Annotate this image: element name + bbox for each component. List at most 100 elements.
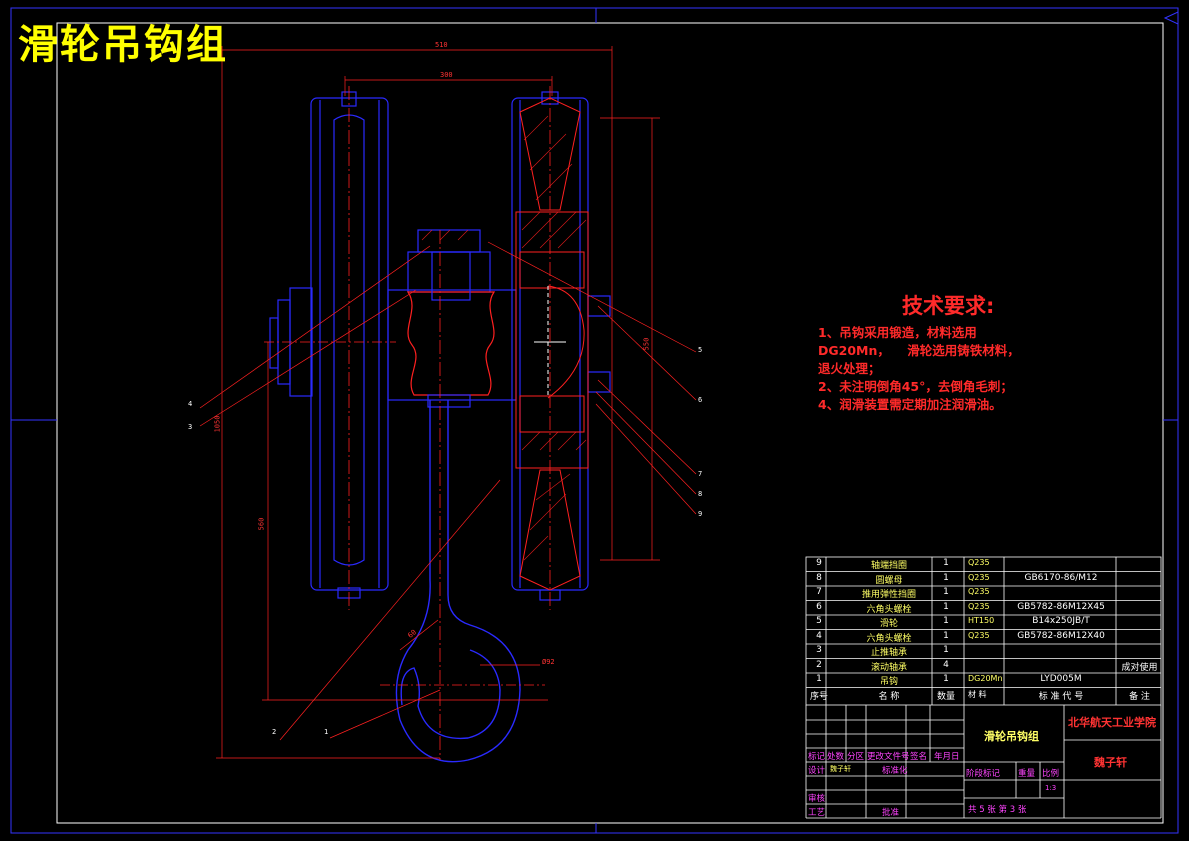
leader-lines — [199, 241, 697, 741]
part-standard: GB5782-86M12X40 — [1017, 630, 1105, 641]
part-material: Q235 — [968, 601, 990, 611]
parts-row: 2 滚动轴承 4 成对使用 — [806, 659, 1161, 674]
tech-line-5: 4、润滑装置需定期加注润滑油。 — [818, 397, 1002, 412]
part-name: 六角头螺栓 — [866, 604, 912, 615]
hook-centerline — [380, 230, 545, 760]
dim-inner-width: 300 — [440, 71, 453, 79]
part-name: 圆螺母 — [875, 575, 903, 586]
tech-line-1: 1、吊钩采用锻造，材料选用 — [818, 325, 977, 340]
part-name: 吊钩 — [879, 677, 898, 687]
header-remark: 备 注 — [1129, 692, 1150, 702]
parts-row: 6 六角头螺栓 1 Q235 GB5782-86M12X45 — [806, 601, 1161, 616]
part-qty: 1 — [943, 616, 949, 626]
dim-hook-length: 560 — [257, 517, 266, 531]
parts-row: 4 六角头螺栓 1 Q235 GB5782-86M12X40 — [806, 630, 1161, 645]
label-process: 工艺 — [808, 808, 826, 818]
tech-line-2: DG20Mn， 滑轮选用铸铁材料， — [818, 343, 1020, 358]
part-name: 止推轴承 — [870, 648, 907, 658]
designer-value: 魏子轩 — [830, 765, 851, 773]
part-material: Q235 — [968, 572, 990, 582]
hook — [395, 400, 521, 763]
label-mark: 标记 — [808, 752, 826, 762]
part-qty: 1 — [943, 572, 949, 583]
header-no: 序号 — [810, 692, 829, 702]
label-approve: 批准 — [882, 808, 900, 818]
part-material: Q235 — [968, 630, 990, 640]
part-no: 6 — [816, 601, 822, 612]
technical-requirements: 技术要求: 1、吊钩采用锻造，材料选用 DG20Mn， 滑轮选用铸铁材料， 退火… — [818, 290, 1020, 414]
part-no: 8 — [816, 572, 822, 583]
callout-1: 1 — [324, 728, 329, 736]
header-material: 材 料 — [968, 690, 987, 699]
dim-hook-diameter: Ø92 — [542, 658, 555, 666]
sheet-count: 共 5 张 第 3 张 — [968, 805, 1027, 815]
label-weight: 重量 — [1018, 769, 1036, 779]
header-name: 名 称 — [878, 692, 900, 702]
part-standard: LYD005M — [1040, 674, 1082, 684]
drawing-title: 滑轮吊钩组 — [18, 21, 228, 68]
label-change-doc: 更改文件号 — [867, 752, 910, 762]
scale-value: 1:3 — [1045, 784, 1057, 792]
right-pulley-hatch — [421, 115, 587, 561]
part-no: 7 — [816, 587, 822, 597]
part-name: 轴端挡圈 — [870, 561, 907, 571]
part-name: 六角头螺栓 — [866, 633, 912, 644]
part-standard: B14x250JB/T — [1032, 616, 1090, 626]
tech-line-3: 退火处理； — [818, 361, 881, 376]
part-no: 5 — [816, 616, 822, 626]
dim-overall-width: 510 — [435, 41, 448, 49]
part-qty: 1 — [943, 645, 949, 655]
part-qty: 1 — [943, 674, 949, 684]
part-name: 滑轮 — [879, 619, 898, 629]
tech-line-4: 2、未注明倒角45°，去倒角毛刺； — [818, 379, 1013, 394]
header-qty: 数量 — [936, 692, 955, 702]
dim-pulley-height: 550 — [642, 337, 651, 351]
tech-heading: 技术要求: — [902, 294, 995, 318]
callout-4: 4 — [188, 400, 193, 408]
part-standard: GB6170-86/M12 — [1024, 572, 1098, 583]
callout-3: 3 — [188, 423, 193, 431]
part-qty: 1 — [943, 601, 949, 612]
header-standard: 标 准 代 号 — [1038, 692, 1084, 702]
callout-8: 8 — [698, 490, 703, 498]
callout-5: 5 — [698, 346, 703, 354]
part-qty: 1 — [943, 587, 949, 597]
label-scale: 比例 — [1042, 769, 1060, 779]
part-name: 滚动轴承 — [870, 662, 907, 673]
orient-mark — [1163, 11, 1179, 25]
part-qty: 1 — [943, 630, 949, 641]
callout-7: 7 — [698, 470, 703, 478]
parts-row: 8 圆螺母 1 Q235 GB6170-86/M12 — [806, 572, 1161, 587]
callout-9: 9 — [698, 510, 703, 518]
part-remark: 成对使用 — [1121, 662, 1158, 673]
title-block-designer: 魏子轩 — [1094, 756, 1127, 769]
parts-list-grid — [805, 556, 1162, 819]
label-date: 年月日 — [934, 752, 960, 762]
part-qty: 4 — [943, 659, 949, 670]
callout-2: 2 — [272, 728, 277, 736]
label-sign: 签名 — [910, 752, 928, 762]
part-material: DG20Mn — [968, 674, 1003, 683]
part-material: Q235 — [968, 558, 990, 567]
label-review: 审核 — [808, 794, 826, 804]
label-stage: 阶段标记 — [966, 769, 1001, 779]
dim-overall-height: 1050 — [213, 415, 222, 433]
part-standard: GB5782-86M12X45 — [1017, 601, 1105, 612]
part-no: 2 — [816, 659, 822, 670]
parts-row: 5 滑轮 1 HT150 B14x250JB/T — [806, 615, 1161, 630]
outer-frame — [10, 7, 1179, 834]
title-block-drawing-name: 滑轮吊钩组 — [984, 730, 1039, 743]
title-block-school: 北华航天工业学院 — [1068, 716, 1156, 729]
part-no: 1 — [816, 674, 822, 684]
part-no: 4 — [816, 630, 822, 641]
left-pulley-hidden — [264, 86, 396, 610]
right-pulley-section — [515, 97, 589, 591]
label-design: 设计 — [808, 766, 826, 776]
part-material: Q235 — [968, 587, 990, 596]
part-material: HT150 — [968, 616, 995, 625]
dimension-lines — [216, 46, 660, 759]
